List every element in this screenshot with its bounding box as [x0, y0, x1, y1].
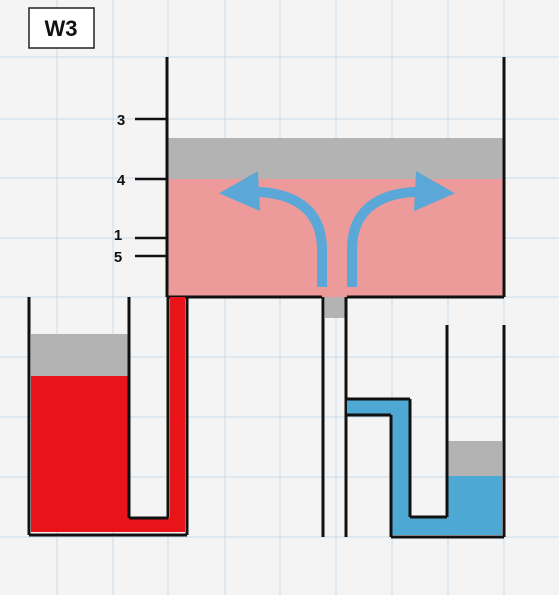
right-blue-liquid — [448, 476, 502, 535]
right-gas-layer — [448, 441, 502, 476]
siphon-blue-liquid — [347, 399, 448, 535]
left-red-liquid — [31, 376, 128, 532]
title-box — [28, 7, 95, 49]
left-gas-layer — [31, 334, 128, 376]
central-outlet-pipe — [321, 297, 348, 537]
upper-tank-liquid — [168, 179, 504, 297]
flow-arrow-right-icon — [347, 171, 455, 287]
right-siphon — [346, 325, 506, 539]
diagram-title: W3 — [45, 16, 78, 41]
left-connector-red-liquid — [170, 297, 185, 532]
outlet-pipe-gas — [325, 297, 345, 318]
level-markers — [135, 117, 167, 258]
level-label-3: 3 — [117, 112, 125, 129]
level-label-4: 4 — [117, 172, 126, 189]
level-label-5: 5 — [114, 249, 122, 266]
level-label-1: 1 — [114, 227, 122, 244]
upper-tank-gas-layer — [168, 138, 504, 179]
flow-arrow-left-icon — [219, 171, 327, 287]
left-manometer — [27, 297, 189, 537]
